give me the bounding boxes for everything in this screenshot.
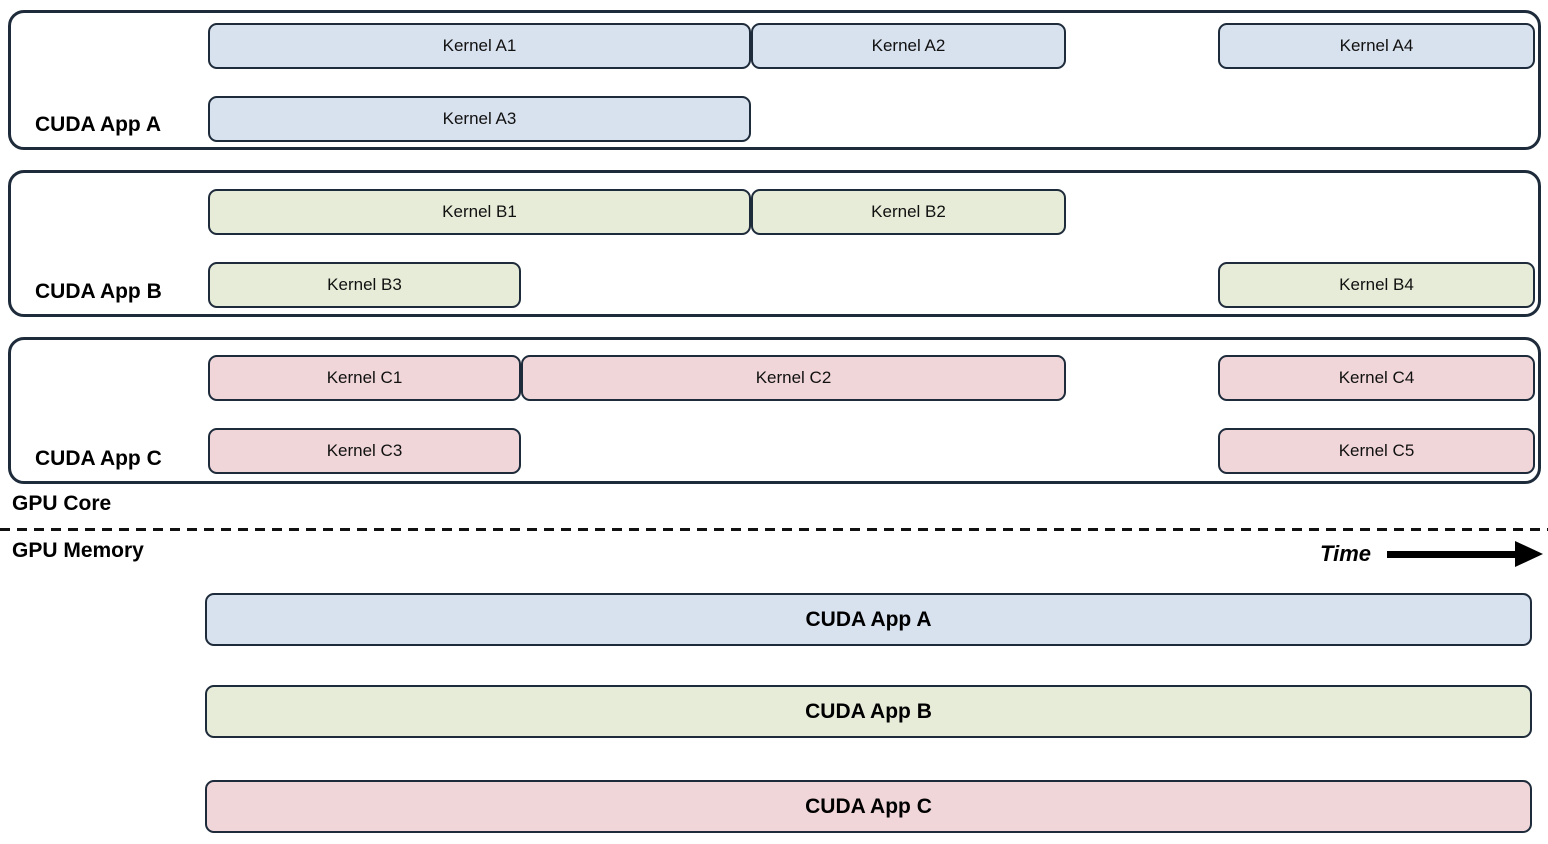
time-arrow-head-icon [1515,541,1543,567]
kernel-c2-block: Kernel C2 [521,355,1066,401]
app-a-label: CUDA App A [35,113,161,136]
kernel-b3-block: Kernel B3 [208,262,521,308]
time-indicator: Time [1320,540,1543,568]
gpu-core-label: GPU Core [12,492,112,515]
time-arrow-line [1387,550,1515,558]
app-b-container: Kernel B1 Kernel B2 Kernel B3 Kernel B4 … [8,170,1541,317]
kernel-a2-block: Kernel A2 [751,23,1066,69]
memory-bar-app-a: CUDA App A [205,593,1532,646]
kernel-a3-block: Kernel A3 [208,96,751,142]
kernel-b2-block: Kernel B2 [751,189,1066,235]
kernel-a1-block: Kernel A1 [208,23,751,69]
core-memory-divider [0,528,1548,531]
memory-bar-app-c: CUDA App C [205,780,1532,833]
memory-bar-app-b: CUDA App B [205,685,1532,738]
time-label: Time [1320,541,1371,566]
kernel-c1-block: Kernel C1 [208,355,521,401]
kernel-c5-block: Kernel C5 [1218,428,1535,474]
kernel-b1-block: Kernel B1 [208,189,751,235]
kernel-b4-block: Kernel B4 [1218,262,1535,308]
app-c-label: CUDA App C [35,447,162,470]
kernel-a4-block: Kernel A4 [1218,23,1535,69]
gpu-memory-label: GPU Memory [12,539,144,562]
app-a-container: Kernel A1 Kernel A2 Kernel A4 Kernel A3 … [8,10,1541,150]
kernel-c4-block: Kernel C4 [1218,355,1535,401]
app-c-container: Kernel C1 Kernel C2 Kernel C4 Kernel C3 … [8,337,1541,484]
kernel-c3-block: Kernel C3 [208,428,521,474]
app-b-label: CUDA App B [35,280,162,303]
